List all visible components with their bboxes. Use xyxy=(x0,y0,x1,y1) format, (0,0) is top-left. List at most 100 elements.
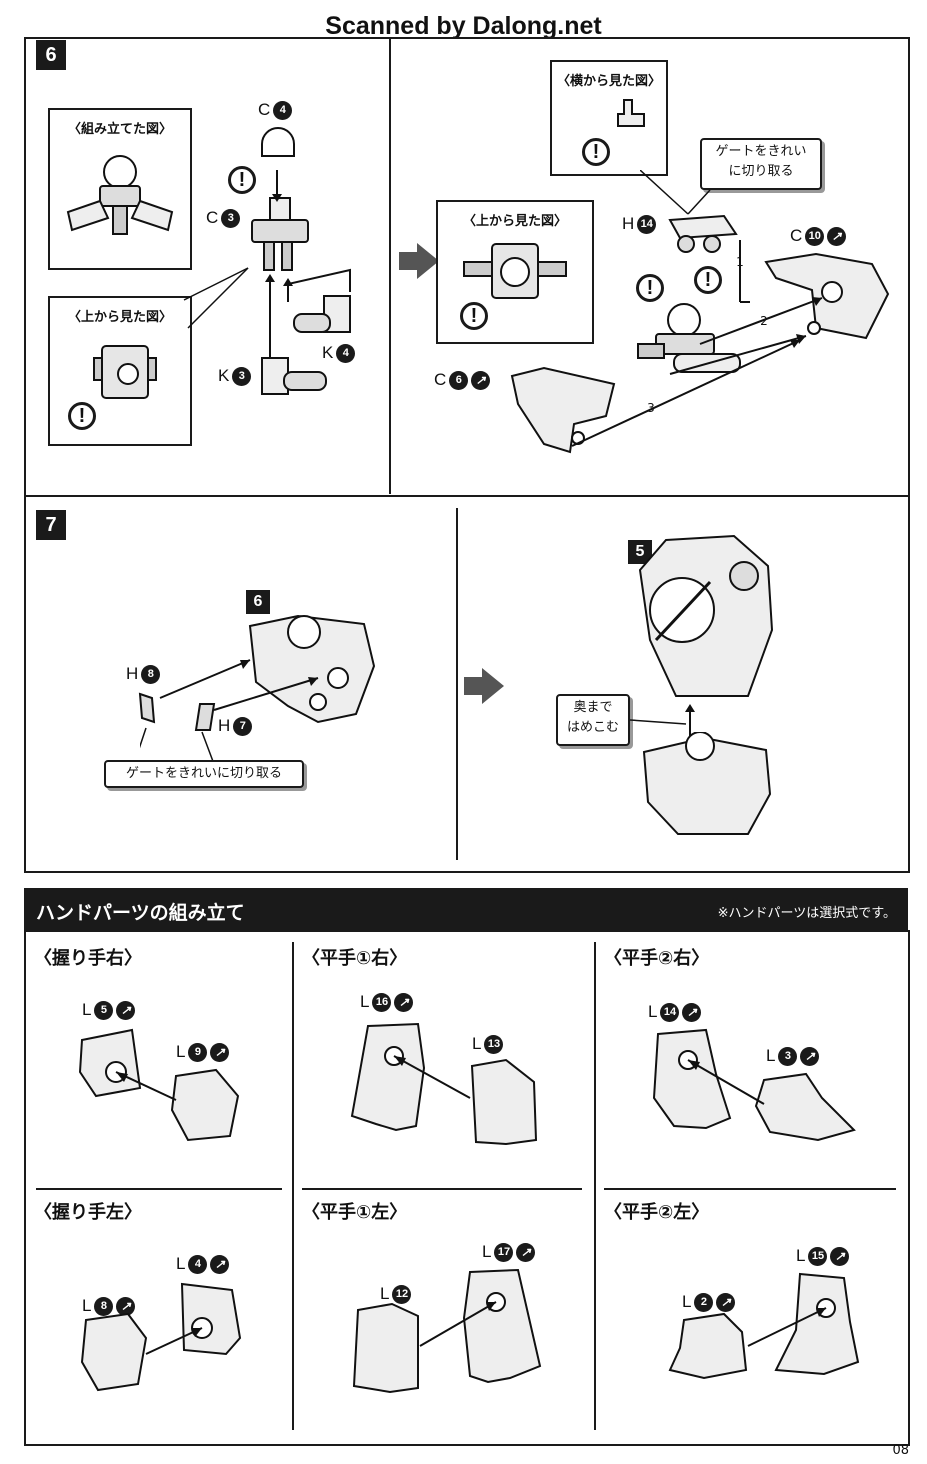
top-view-left-title: 〈上から見た図〉 xyxy=(67,310,172,325)
step6-right-arrows xyxy=(571,240,823,447)
hand-row-divider xyxy=(302,1188,582,1190)
step7-waist-lower xyxy=(642,732,772,835)
cut-icon: ↗ xyxy=(716,1292,736,1312)
cut-icon: ↗ xyxy=(830,1246,850,1266)
hand-section-title: 〈平手①右〉 xyxy=(302,948,408,969)
side-view-illustration xyxy=(617,99,645,127)
top-view-right-title: 〈上から見た図〉 xyxy=(462,214,567,229)
hand-section-title: 〈平手②左〉 xyxy=(604,1202,710,1223)
hand-illustration-flat1-right xyxy=(350,1022,538,1146)
page-number: 08 xyxy=(892,1443,909,1458)
top-view-right-box: 〈上から見た図〉 ! xyxy=(436,200,594,344)
step7-waist-assembly xyxy=(248,614,376,724)
step6-number: 6 xyxy=(36,40,66,70)
hand-section-title: 〈握り手右〉 xyxy=(34,948,142,969)
part-k4 xyxy=(293,295,351,333)
callout-leader xyxy=(640,170,711,215)
hand-section-title: 〈平手②右〉 xyxy=(604,948,710,969)
push-note-line2: はめこむ xyxy=(566,719,619,735)
step6-left-arrows xyxy=(183,170,351,358)
cut-icon: ↗ xyxy=(471,370,491,390)
gate-note-callout: ゲートをきれいに切り取る xyxy=(104,760,304,788)
gate-note-line1: ゲートをきれい xyxy=(715,144,807,159)
hand-parts-title: ハンドパーツの組み立て xyxy=(36,902,245,924)
hand-divider-1 xyxy=(292,942,294,1430)
gate-note-callout: ゲートをきれい に切り取る xyxy=(700,138,822,190)
cut-icon: ↗ xyxy=(800,1046,820,1066)
part-c10 xyxy=(764,252,890,340)
warning-icon: ! xyxy=(68,402,96,430)
cut-icon: ↗ xyxy=(210,1042,230,1062)
hand-illustration-flat2-right xyxy=(652,1028,856,1142)
cut-icon: ↗ xyxy=(116,1000,136,1020)
hand-section-title: 〈平手①左〉 xyxy=(302,1202,408,1223)
warning-icon: ! xyxy=(460,302,488,330)
hand-illustration-grip-right xyxy=(78,1028,240,1142)
side-view-title: 〈横から見た図〉 xyxy=(556,74,661,89)
hand-parts-note: ※ハンドパーツは選択式です。 xyxy=(717,906,896,921)
step6-divider xyxy=(389,38,391,494)
watermark: Scanned by Dalong.net xyxy=(325,12,602,40)
part-h14 xyxy=(668,214,738,253)
cut-icon: ↗ xyxy=(394,992,414,1012)
hand-section-title: 〈握り手左〉 xyxy=(34,1202,142,1223)
part-c3-joint xyxy=(251,197,309,271)
step7-number: 7 xyxy=(36,510,66,540)
step7-torso xyxy=(638,534,774,697)
step7-divider xyxy=(456,508,458,860)
assembled-part-illustration xyxy=(66,155,174,235)
push-note-callout: 奥まで はめこむ xyxy=(556,694,630,746)
warning-icon: ! xyxy=(636,274,664,302)
cut-icon: ↗ xyxy=(682,1002,702,1022)
top-view-right-illustration xyxy=(463,243,567,299)
step7-ref6: 6 xyxy=(246,590,270,614)
next-step-arrow xyxy=(399,243,439,279)
cut-icon: ↗ xyxy=(827,226,847,246)
hand-row-divider xyxy=(36,1188,282,1190)
top-view-left-box: 〈上から見た図〉 ! xyxy=(48,296,192,446)
cut-icon: ↗ xyxy=(210,1254,230,1274)
sequence-1: 1 xyxy=(736,255,744,269)
sequence-2: 2 xyxy=(760,314,768,328)
assembled-view-title: 〈組み立てた図〉 xyxy=(67,122,172,137)
hand-row-divider xyxy=(604,1188,896,1190)
hand-parts-header: ハンドパーツの組み立て ※ハンドパーツは選択式です。 xyxy=(24,888,908,932)
next-step-arrow xyxy=(464,668,504,704)
sequence-3: 3 xyxy=(647,401,655,415)
push-note-line1: 奥まで xyxy=(573,700,613,715)
gate-note-line2: に切り取る xyxy=(728,163,794,179)
hand-illustration-grip-left xyxy=(80,1282,242,1392)
warning-icon: ! xyxy=(694,266,722,294)
warning-icon: ! xyxy=(582,138,610,166)
warning-icon: ! xyxy=(228,166,256,194)
top-view-left-illustration xyxy=(93,345,157,399)
part-c4-ball xyxy=(261,127,295,157)
hand-divider-2 xyxy=(594,942,596,1430)
part-h8 xyxy=(138,692,156,724)
cut-icon: ↗ xyxy=(516,1242,536,1262)
part-k3 xyxy=(261,357,327,395)
hand-illustration-flat2-left xyxy=(668,1272,860,1380)
assembled-view-box: 〈組み立てた図〉 xyxy=(48,108,192,270)
cut-icon: ↗ xyxy=(116,1296,136,1316)
